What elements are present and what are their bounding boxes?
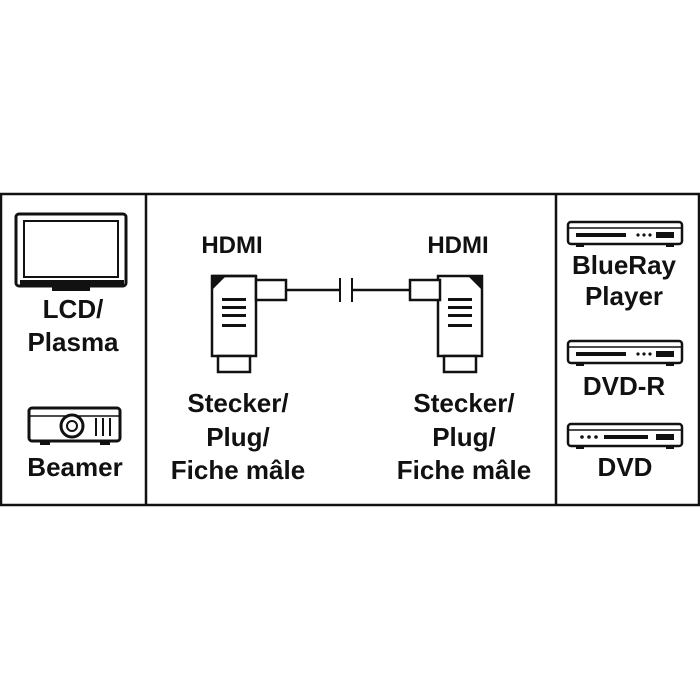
left-hdmi-plug-icon [210, 274, 288, 374]
right-plug-line3: Fiche mâle [397, 455, 531, 485]
left-hdmi-title: HDMI [201, 232, 262, 259]
left-plug-line1: Stecker/ [187, 388, 288, 418]
right-hdmi-plug-icon [408, 274, 484, 374]
tv-label-line1: LCD/ [43, 294, 104, 324]
disc-player-icon [566, 422, 684, 449]
tv-label-line2: Plasma [27, 327, 119, 357]
tv-icon [14, 212, 128, 291]
projector-icon [27, 406, 122, 445]
projector-label: Beamer [27, 452, 122, 482]
cable-break-icon [286, 278, 410, 302]
device2-label: DVD-R [583, 371, 666, 401]
left-plug-line2: Plug/ [206, 422, 270, 452]
device1-label-line2: Player [585, 281, 663, 311]
right-hdmi-title: HDMI [427, 232, 488, 259]
device3-label: DVD [598, 452, 653, 482]
disc-player-icon [566, 339, 684, 366]
device1-label-line1: BlueRay [572, 250, 677, 280]
diagram-frame [0, 192, 700, 507]
right-plug-line2: Plug/ [432, 422, 496, 452]
right-plug-line1: Stecker/ [413, 388, 514, 418]
left-plug-line3: Fiche mâle [171, 455, 305, 485]
disc-player-icon [566, 220, 684, 247]
